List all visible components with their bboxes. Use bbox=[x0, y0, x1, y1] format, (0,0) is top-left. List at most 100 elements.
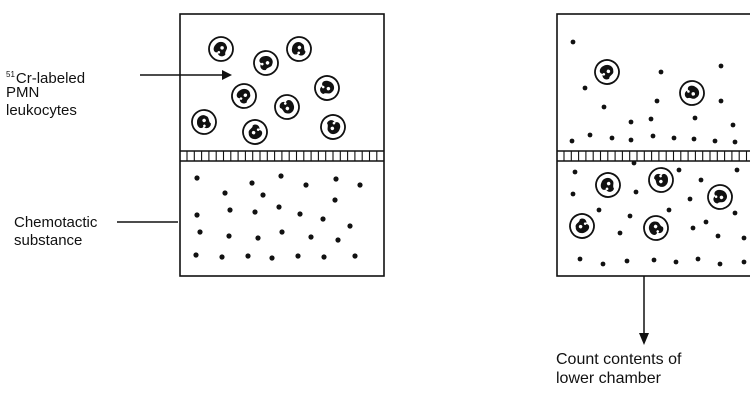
chemotactic-particle bbox=[276, 204, 282, 210]
cr-label-arrowhead bbox=[222, 70, 232, 80]
nucleus-gap bbox=[251, 130, 256, 135]
nucleus-gap bbox=[265, 61, 270, 65]
migrated-chamber bbox=[556, 13, 750, 277]
chemotactic-label: Chemotactic bbox=[14, 214, 98, 231]
nucleus-gap bbox=[659, 179, 663, 184]
cell-nucleus bbox=[575, 218, 590, 234]
nucleus-gap bbox=[578, 224, 583, 229]
nucleus-gap bbox=[653, 224, 658, 229]
chemotactic-particle bbox=[609, 135, 615, 141]
chemotactic-particle bbox=[691, 136, 697, 142]
chemotactic-particle bbox=[627, 213, 633, 219]
chemotactic-particle bbox=[631, 160, 637, 166]
chemotactic-particle bbox=[278, 173, 284, 179]
cell-nucleus bbox=[248, 124, 263, 140]
chemotactic-particle bbox=[732, 139, 738, 145]
arrows bbox=[117, 70, 649, 345]
chemotactic-particle bbox=[295, 253, 301, 259]
chemotactic-particle bbox=[734, 167, 740, 173]
chemotactic-particle bbox=[692, 115, 698, 121]
chemotactic-particle bbox=[219, 254, 225, 260]
initial-chamber bbox=[179, 13, 385, 277]
count-arrowhead bbox=[639, 333, 649, 345]
chemotactic-particle bbox=[226, 233, 232, 239]
chemotactic-particle bbox=[715, 233, 721, 239]
nucleus-gap bbox=[330, 126, 335, 131]
initial-chemotactic-substance bbox=[193, 173, 363, 261]
chemotactic-particle bbox=[650, 133, 656, 139]
nucleus-gap bbox=[606, 181, 611, 186]
chemotactic-particle bbox=[718, 98, 724, 104]
nucleus-gap bbox=[326, 86, 331, 91]
chemotactic-particle bbox=[570, 191, 576, 197]
nucleus-gap bbox=[691, 92, 696, 96]
nucleus-gap bbox=[217, 50, 221, 54]
pmn-leukocyte bbox=[643, 215, 669, 241]
chemotactic-particle bbox=[596, 207, 602, 213]
chemotactic-particle bbox=[252, 209, 258, 215]
chemotactic-particle bbox=[587, 132, 593, 138]
chemotactic-particle bbox=[695, 256, 701, 262]
chemotactic-particle bbox=[194, 175, 200, 181]
nucleus-gap bbox=[606, 69, 611, 74]
chemotactic-particle bbox=[628, 137, 634, 143]
pmn-leukocyte bbox=[595, 172, 621, 198]
chemotactic-particle bbox=[651, 257, 657, 263]
count-contents-label: Count contents of bbox=[556, 351, 682, 368]
chemotactic-particle bbox=[698, 177, 704, 183]
chemotactic-particle bbox=[648, 116, 654, 122]
migrated-chamber-outline bbox=[556, 13, 750, 277]
nucleus-gap bbox=[714, 195, 718, 199]
pmn-leukocyte bbox=[594, 59, 620, 85]
pmn-leukocyte bbox=[242, 119, 268, 145]
chemotactic-particle bbox=[249, 180, 255, 186]
nucleus-gap bbox=[602, 73, 606, 76]
chemotactic-particle bbox=[569, 138, 575, 144]
pmn-leukocyte bbox=[569, 213, 595, 239]
cell-nucleus bbox=[236, 88, 251, 104]
chemotactic-particle bbox=[308, 234, 314, 240]
cell-nucleus bbox=[279, 100, 295, 114]
pmn-leukocyte bbox=[286, 36, 312, 62]
chemotactic-particle bbox=[712, 138, 718, 144]
chemotactic-particle bbox=[245, 253, 251, 259]
chemotactic-particle bbox=[193, 252, 199, 258]
cell-nucleus bbox=[600, 177, 614, 192]
chemotactic-particle bbox=[352, 253, 358, 259]
chemotactic-particle bbox=[320, 216, 326, 222]
chemotactic-particle bbox=[628, 119, 634, 125]
cell-nucleus bbox=[327, 120, 341, 135]
initial-chamber-outline bbox=[179, 13, 385, 277]
nucleus-gap bbox=[220, 46, 224, 50]
chemotactic-particle bbox=[676, 167, 682, 173]
cell-nucleus bbox=[599, 64, 614, 80]
cr-labeled-label: 51Cr-labeled bbox=[6, 66, 85, 88]
nucleus-gap bbox=[297, 51, 301, 55]
chemotactic-particle bbox=[741, 259, 747, 265]
chemotactic-particle bbox=[297, 211, 303, 217]
chemotactic-particle bbox=[222, 190, 228, 196]
nucleus-gap bbox=[260, 62, 264, 66]
chemotactic-particle bbox=[741, 235, 747, 241]
migrated-leukocytes bbox=[569, 59, 733, 241]
nucleus-gap bbox=[583, 222, 587, 225]
substance-label: substance bbox=[14, 232, 83, 249]
chemotactic-particle bbox=[666, 207, 672, 213]
pmn-leukocyte bbox=[191, 109, 217, 135]
chemotactic-particle bbox=[658, 69, 664, 75]
nucleus-gap bbox=[243, 93, 248, 97]
chemotactic-particle bbox=[671, 135, 677, 141]
nucleus-gap bbox=[256, 128, 260, 131]
chemotactic-particle bbox=[333, 176, 339, 182]
chemotactic-particle bbox=[332, 197, 338, 203]
chemotactic-particle bbox=[279, 229, 285, 235]
nucleus-gap bbox=[285, 106, 290, 111]
migrated-particles bbox=[569, 39, 747, 267]
nucleus-gap bbox=[283, 102, 287, 105]
nucleus-gap bbox=[297, 45, 302, 50]
chemotactic-particle bbox=[601, 104, 607, 110]
nucleus-gap bbox=[202, 118, 206, 123]
chemotactic-particle bbox=[582, 85, 588, 91]
lower-chamber-label: lower chamber bbox=[556, 370, 661, 387]
